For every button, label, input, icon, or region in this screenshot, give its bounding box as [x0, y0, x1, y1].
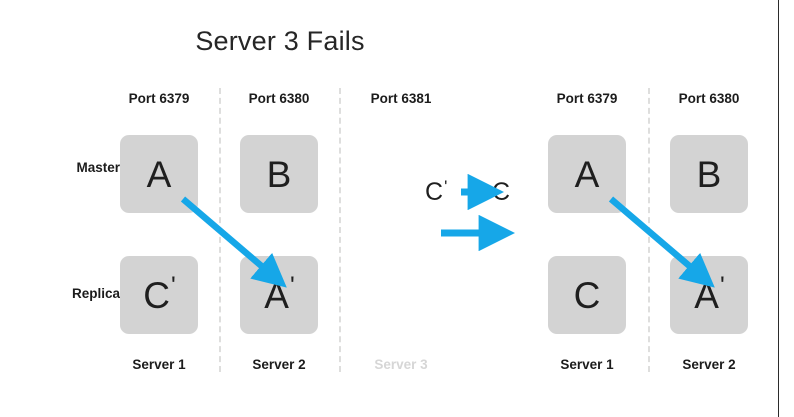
row-label-replica: Replica: [71, 286, 120, 301]
divider-left-2: [339, 88, 341, 372]
page-title: Server 3 Fails: [195, 26, 365, 56]
divider-right-1: [648, 88, 650, 372]
node-glyph: B: [267, 156, 292, 193]
node-left-s2-replica: A': [240, 256, 318, 334]
server-label-left-1: Server 1: [132, 357, 186, 372]
node-letter: A: [146, 153, 172, 195]
divider-left-1: [219, 88, 221, 372]
node-left-s1-replica: C': [120, 256, 198, 334]
legend-to-letter: C: [492, 178, 511, 206]
node-right-s1-replica: C: [548, 256, 626, 334]
node-prime: ': [289, 271, 295, 300]
node-letter: C: [143, 274, 170, 316]
port-label-left-3: Port 6381: [370, 91, 432, 106]
node-letter: C: [573, 274, 601, 316]
node-glyph: A: [147, 156, 172, 193]
node-right-s2-replica: A': [670, 256, 748, 334]
node-letter: B: [266, 153, 292, 195]
node-letter: A: [264, 274, 289, 316]
node-glyph: A: [575, 156, 600, 193]
server-label-right-1: Server 1: [560, 357, 614, 372]
node-letter: A: [574, 153, 600, 195]
legend-from-prime: ': [444, 177, 448, 196]
legend-to-label: C: [492, 180, 510, 205]
legend-from-letter: C: [425, 178, 444, 206]
node-prime: ': [719, 271, 725, 300]
server-label-left-2: Server 2: [252, 357, 306, 372]
node-glyph: A': [694, 271, 725, 316]
node-right-s2-master: B: [670, 135, 748, 213]
port-label-left-1: Port 6379: [128, 91, 190, 106]
server-label-left-3: Server 3: [374, 357, 428, 372]
node-glyph: C': [143, 271, 176, 316]
legend-from-label: C': [425, 177, 448, 206]
row-label-master: Master: [76, 160, 120, 175]
node-glyph: A': [264, 271, 295, 316]
port-label-right-1: Port 6379: [556, 91, 618, 106]
node-letter: B: [696, 153, 722, 195]
node-letter: A: [694, 274, 719, 316]
port-label-right-2: Port 6380: [678, 91, 740, 106]
port-label-left-2: Port 6380: [248, 91, 310, 106]
node-left-s2-master: B: [240, 135, 318, 213]
server-label-right-2: Server 2: [682, 357, 736, 372]
slide-right-border: [778, 0, 779, 417]
node-prime: ': [170, 271, 176, 300]
node-right-s1-master: A: [548, 135, 626, 213]
node-left-s1-master: A: [120, 135, 198, 213]
node-glyph: B: [697, 156, 722, 193]
node-glyph: C: [574, 277, 601, 314]
